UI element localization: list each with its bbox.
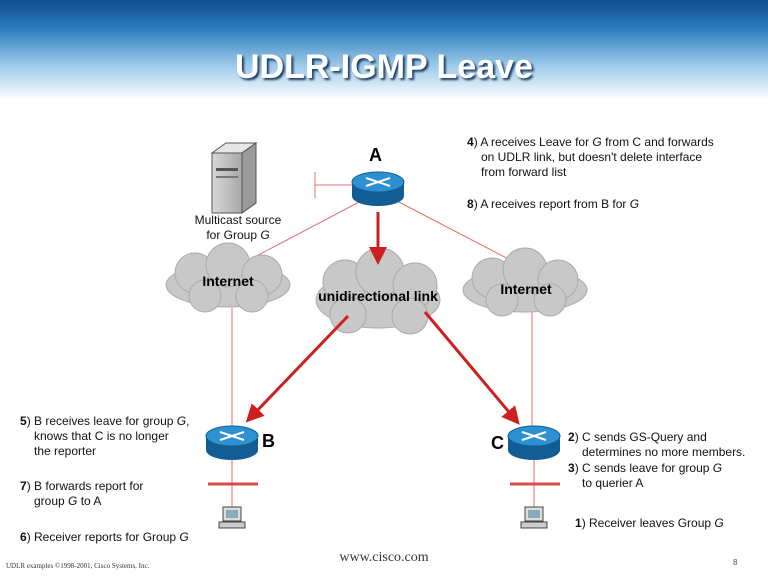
step-7-line2-prefix: group — [34, 494, 69, 508]
cloud-internet-left — [165, 242, 291, 313]
step-7-number: 7 — [20, 479, 27, 493]
step-4-line1b: from C and forwards — [601, 135, 714, 149]
step-6-number: 6 — [20, 530, 27, 544]
router-a-icon — [351, 171, 405, 206]
step-3-text: 3) C sends leave for group G to querier … — [568, 461, 768, 491]
arrow-udlr-to-c — [423, 311, 520, 425]
step-5-line3: the reporter — [34, 444, 97, 458]
step-5-number: 5 — [20, 414, 27, 428]
step-8-line: ) A receives report from B for — [473, 197, 630, 211]
step-1-number: 1 — [575, 516, 582, 530]
step-4-line3: from forward list — [481, 165, 567, 179]
slide-title: UDLR-IGMP Leave — [235, 48, 533, 86]
footer-copyright: UDLR examples ©1998-2001, Cisco Systems,… — [6, 562, 150, 570]
step-3-line2: to querier A — [582, 476, 644, 490]
router-a-label: A — [369, 145, 382, 165]
step-2-line1: ) C sends GS-Query and — [574, 430, 707, 444]
step-7-line2-suffix: to A — [77, 494, 102, 508]
step-1-line: ) Receiver leaves Group — [581, 516, 715, 530]
source-label-line1: Multicast source — [194, 213, 282, 227]
step-8-text: 8) A receives report from B for G — [467, 197, 767, 212]
step-5-text: 5) B receives leave for group G, knows t… — [20, 414, 220, 459]
step-1-text: 1) Receiver leaves Group G — [575, 516, 765, 531]
step-8-number: 8 — [467, 197, 474, 211]
footer-page-number: 8 — [733, 558, 738, 567]
step-2-number: 2 — [568, 430, 575, 444]
cloud-unidirectional-link — [315, 247, 441, 335]
lan-segments — [208, 460, 560, 510]
cloud-label-internet-left: Internet — [202, 273, 254, 289]
step-5-line2: knows that C is no longer — [34, 429, 169, 443]
link-a-to-left-internet — [244, 199, 364, 263]
step-4-line2: on UDLR link, but doesn't delete interfa… — [481, 150, 703, 164]
step-4-line1a: ) A receives Leave for — [473, 135, 593, 149]
step-4-number: 4 — [467, 135, 474, 149]
step-6-text: 6) Receiver reports for Group G — [20, 530, 240, 545]
step-1-group: G — [714, 516, 724, 530]
computer-icon-c — [520, 506, 548, 529]
source-label-group: G — [260, 228, 270, 242]
link-a-to-right-internet — [394, 199, 521, 266]
step-4-text: 4) A receives Leave for G from C and for… — [467, 135, 767, 180]
cloud-label-internet-right: Internet — [500, 281, 552, 297]
step-3-line1: ) C sends leave for group — [574, 461, 713, 475]
router-c-label: C — [491, 433, 504, 453]
router-b-icon — [205, 425, 259, 460]
step-7-group: G — [68, 494, 78, 508]
step-7-text: 7) B forwards report for group G to A — [20, 479, 220, 509]
footer-website: www.cisco.com — [339, 550, 429, 565]
multicast-source-label: Multicast source for Group G — [188, 213, 288, 243]
cloud-internet-right — [462, 247, 588, 317]
network-links — [231, 172, 533, 432]
step-8-group: G — [629, 197, 640, 211]
arrow-udlr-to-b — [245, 314, 350, 423]
router-b-label: B — [262, 431, 275, 451]
computer-icon-b — [218, 506, 246, 529]
cloud-label-unidirectional: unidirectional link — [318, 288, 438, 304]
step-5-line1a: ) B receives leave for group — [26, 414, 177, 428]
udlr-arrows — [245, 212, 520, 425]
source-label-line2: for Group — [206, 228, 261, 242]
step-6-line: ) Receiver reports for Group — [26, 530, 180, 544]
step-2-line2: determines no more members. — [582, 445, 746, 459]
step-5-line1b: , — [186, 414, 190, 428]
step-5-group: G — [176, 414, 187, 428]
title-banner — [0, 0, 768, 100]
step-2-text: 2) C sends GS-Query and determines no mo… — [568, 430, 768, 460]
step-4-group: G — [592, 135, 602, 149]
step-6-group: G — [179, 530, 189, 544]
router-c-icon — [507, 425, 561, 460]
server-icon — [210, 142, 258, 214]
step-3-group: G — [712, 461, 723, 475]
step-3-number: 3 — [568, 461, 575, 475]
step-7-line1: ) B forwards report for — [26, 479, 144, 493]
